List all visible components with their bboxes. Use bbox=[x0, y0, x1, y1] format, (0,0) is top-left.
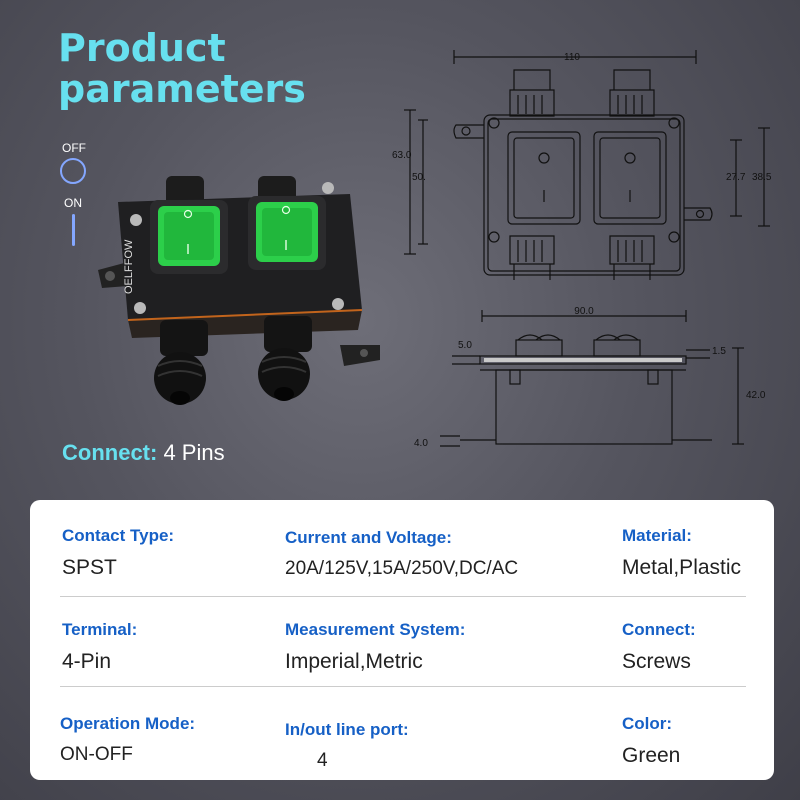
connect-value: 4 Pins bbox=[163, 440, 225, 465]
connect-label: Connect: bbox=[62, 440, 158, 465]
legend-off-label: OFF bbox=[62, 141, 86, 155]
spec-key: In/out line port: bbox=[285, 720, 409, 739]
page-title: Product parameters bbox=[58, 28, 306, 110]
spec-value: Imperial,Metric bbox=[285, 650, 423, 673]
spec-line-port: In/out line port: 4 bbox=[285, 720, 409, 772]
dim-height-63: 63.0 bbox=[392, 150, 412, 161]
spec-value: Screws bbox=[622, 650, 691, 673]
dim-side-5: 5.0 bbox=[458, 340, 472, 351]
dim-side-1-5: 1.5 bbox=[712, 346, 726, 357]
vertical-bar-icon bbox=[72, 214, 75, 246]
dim-height-50: 50. bbox=[412, 172, 426, 183]
spec-key: Connect: bbox=[622, 620, 696, 639]
brand-text: OELFFOW bbox=[123, 239, 135, 294]
spec-connect: Connect: Screws bbox=[622, 620, 696, 674]
dim-side-4: 4.0 bbox=[414, 438, 428, 449]
row-divider bbox=[60, 686, 746, 687]
spec-key: Current and Voltage: bbox=[285, 528, 452, 547]
spec-value: 20A/125V,15A/250V,DC/AC bbox=[285, 558, 519, 579]
spec-key: Contact Type: bbox=[62, 526, 175, 545]
product-photo: OELFFOW bbox=[98, 176, 380, 405]
spec-terminal: Terminal: 4-Pin bbox=[62, 620, 137, 674]
legend-on-label: ON bbox=[64, 196, 82, 210]
spec-key: Terminal: bbox=[62, 620, 138, 639]
spec-operation-mode: Operation Mode: ON-OFF bbox=[60, 714, 195, 766]
spec-value: SPST bbox=[62, 556, 117, 579]
spec-contact-type: Contact Type: SPST bbox=[62, 526, 174, 580]
spec-key: Color: bbox=[622, 714, 673, 733]
title-line-1: Product bbox=[58, 26, 226, 70]
spec-measurement-system: Measurement System: Imperial,Metric bbox=[285, 620, 465, 674]
spec-key: Operation Mode: bbox=[60, 714, 196, 733]
top-view-drawing: 110 63.0 50. 27.7 38.5 bbox=[392, 50, 772, 280]
spec-key: Measurement System: bbox=[285, 620, 466, 639]
spec-value: Metal,Plastic bbox=[622, 556, 742, 579]
spec-material: Material: Metal,Plastic bbox=[622, 526, 741, 580]
spec-current-voltage: Current and Voltage: 20A/125V,15A/250V,D… bbox=[285, 528, 518, 580]
dim-width-110: 110 bbox=[564, 52, 580, 63]
spec-key: Material: bbox=[622, 526, 692, 545]
spec-value: 4-Pin bbox=[62, 650, 112, 673]
spec-card: Contact Type: SPST Current and Voltage: … bbox=[30, 500, 774, 780]
spec-value: ON-OFF bbox=[60, 744, 133, 765]
dim-switch-38: 38.5 bbox=[752, 172, 772, 183]
dim-side-42: 42.0 bbox=[746, 390, 766, 401]
dim-side-width-90: 90.0 bbox=[574, 306, 594, 317]
connect-pins: Connect: 4 Pins bbox=[62, 440, 225, 466]
spec-color: Color: Green bbox=[622, 714, 680, 768]
row-divider bbox=[60, 596, 746, 597]
circle-icon bbox=[60, 158, 86, 184]
dim-switch-27: 27.7 bbox=[726, 172, 746, 183]
title-line-2: parameters bbox=[58, 67, 306, 111]
spec-value: 4 bbox=[317, 750, 328, 771]
spec-value: Green bbox=[622, 744, 681, 767]
side-view-drawing: 90.0 5.0 1.5 42.0 4.0 bbox=[414, 306, 766, 449]
